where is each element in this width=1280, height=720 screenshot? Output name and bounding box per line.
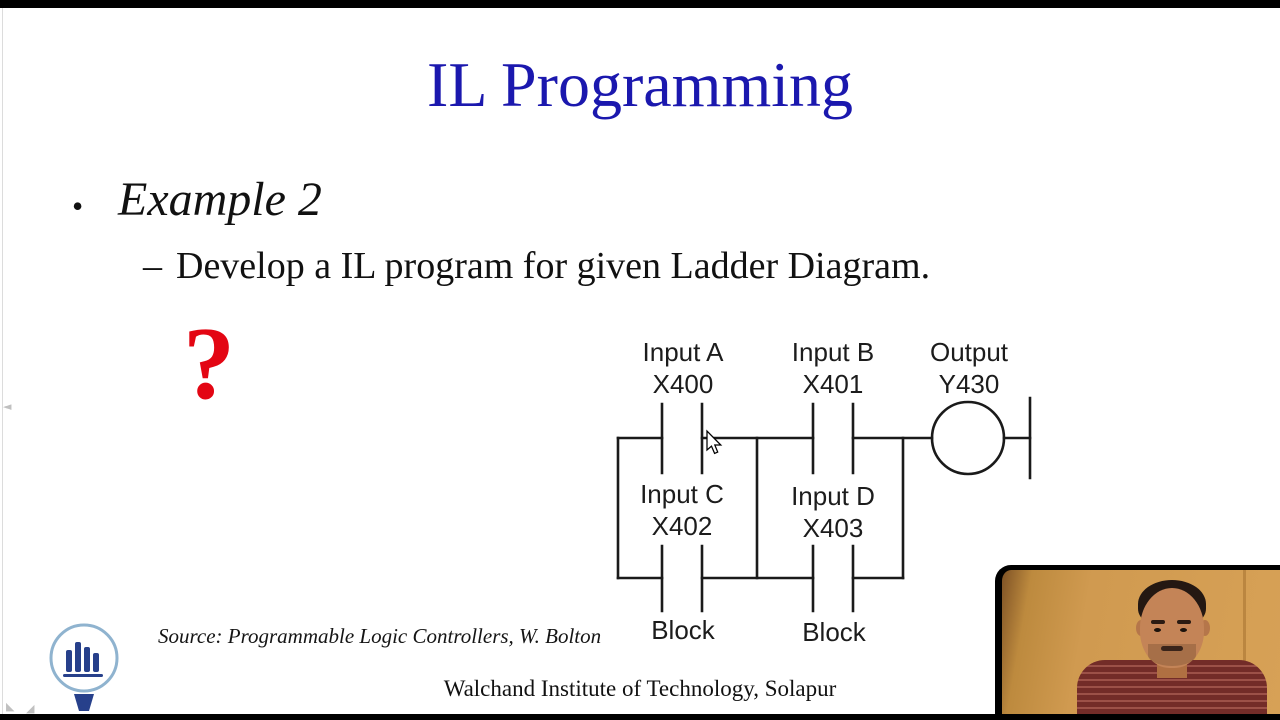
letterbox-bottom <box>0 714 1280 720</box>
example-heading: Example 2 <box>118 173 322 226</box>
ladder-label-output: Output Y430 <box>904 336 1034 400</box>
contact-address: X403 <box>802 513 864 543</box>
wall-door-edge <box>1243 570 1246 714</box>
institute-logo <box>49 623 119 711</box>
coil-name: Output <box>929 337 1009 367</box>
ladder-label-input-b: Input B X401 <box>768 336 898 400</box>
webcam-inset <box>995 565 1280 714</box>
slide-title: IL Programming <box>427 49 853 120</box>
presenter-eyebrow <box>1151 620 1165 624</box>
bullet-marker: • <box>72 188 84 224</box>
edge-arrow-icon: ◄ <box>3 400 12 413</box>
sub-bullet-text: Develop a IL program for given Ladder Di… <box>176 245 931 287</box>
contact-name: Input B <box>791 337 875 367</box>
letterbox-top <box>0 0 1280 8</box>
contact-address: X402 <box>651 511 713 541</box>
footer-text: Walchand Institute of Technology, Solapu… <box>443 676 837 701</box>
ladder-label-input-a: Input A X400 <box>618 336 748 400</box>
sub-bullet-dash: – <box>143 245 162 287</box>
nav-arrow-icon: ◢ <box>26 702 35 715</box>
presenter-eye <box>1180 628 1187 632</box>
contact-address: X400 <box>652 369 714 399</box>
contact-name: Input D <box>791 481 875 511</box>
block-label-2: Block <box>802 617 866 647</box>
block-label-1: Block <box>651 615 715 645</box>
presenter <box>1002 570 1280 714</box>
ladder-label-input-d: Input D X403 <box>768 480 898 544</box>
contact-name: Input A <box>642 337 724 367</box>
presenter-face <box>1140 588 1204 668</box>
coil-address: Y430 <box>938 369 1000 399</box>
contact-address: X401 <box>802 369 864 399</box>
contact-name: Input C <box>640 479 724 509</box>
question-mark: ? <box>183 306 235 421</box>
presenter-beard <box>1148 644 1196 666</box>
slide-left-edge <box>2 8 3 714</box>
presenter-mustache <box>1161 646 1183 651</box>
nav-arrow-icon: ◣ <box>6 700 15 713</box>
presenter-eyebrow <box>1177 620 1191 624</box>
sub-bullet: –Develop a IL program for given Ladder D… <box>143 244 930 288</box>
presenter-ear <box>1200 620 1210 636</box>
ladder-label-input-c: Input C X402 <box>617 478 747 542</box>
presenter-eye <box>1154 628 1161 632</box>
source-note: Source: Programmable Logic Controllers, … <box>158 624 602 648</box>
